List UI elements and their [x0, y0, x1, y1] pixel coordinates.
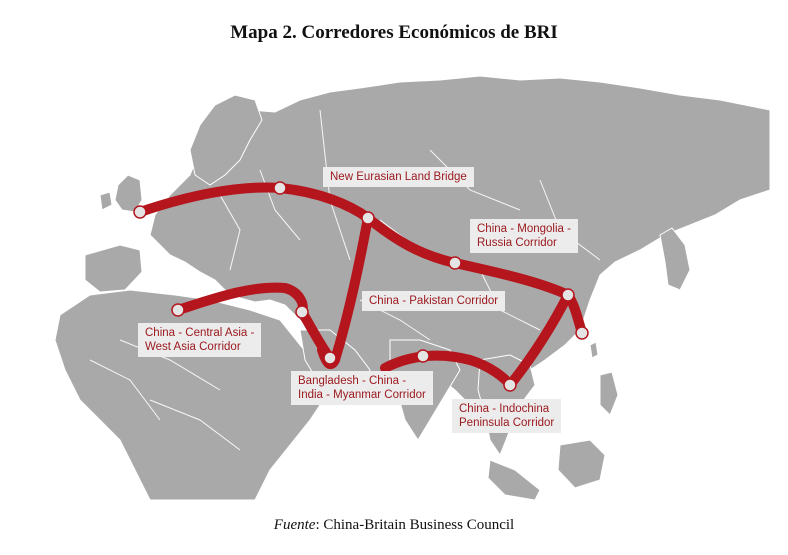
- borneo-landmass: [557, 439, 606, 489]
- source-caption: Fuente: China-Britain Business Council: [0, 517, 788, 534]
- iberia-landmass: [84, 244, 143, 293]
- taiwan-landmass: [589, 341, 599, 359]
- node-beijing: [561, 288, 575, 302]
- node-rotterdam: [133, 205, 147, 219]
- japan-landmass: [659, 227, 691, 291]
- route-nodes: [133, 181, 589, 392]
- node-kolkata: [416, 349, 430, 363]
- source-text: : China-Britain Business Council: [315, 517, 515, 533]
- label-china-pakistan: China - Pakistan Corridor: [362, 291, 506, 311]
- label-bcim-corridor: Bangladesh - China - India - Myanmar Cor…: [291, 371, 433, 405]
- philippines-landmass: [599, 371, 619, 416]
- label-china-central-west-asia: China - Central Asia - West Asia Corrido…: [138, 323, 262, 357]
- node-kunming: [503, 378, 517, 392]
- node-mongolia: [448, 256, 462, 270]
- scandinavia-landmass: [189, 94, 263, 186]
- node-mediterranean: [171, 303, 185, 317]
- label-new-eurasian-land-bridge: New Eurasian Land Bridge: [323, 167, 474, 187]
- route-bcim: [380, 350, 515, 390]
- source-prefix: Fuente: [273, 517, 316, 533]
- landmass-layer: [54, 75, 770, 500]
- sumatra-landmass: [487, 459, 541, 500]
- node-gwadar: [323, 351, 337, 365]
- route-central-west-asia: [173, 282, 335, 363]
- node-turkey: [295, 305, 309, 319]
- node-moscow: [273, 181, 287, 195]
- eurasia-landmass: [149, 75, 770, 419]
- africa-landmass: [54, 289, 331, 500]
- ireland-landmass: [99, 191, 113, 211]
- label-china-mongolia-russia: China - Mongolia - Russia Corridor: [470, 219, 578, 253]
- node-kazakhstan: [361, 211, 375, 225]
- page-title: Mapa 2. Corredores Económicos de BRI: [230, 22, 558, 43]
- label-china-indochina: China - Indochina Peninsula Corridor: [452, 399, 562, 433]
- node-shanghai: [575, 326, 589, 340]
